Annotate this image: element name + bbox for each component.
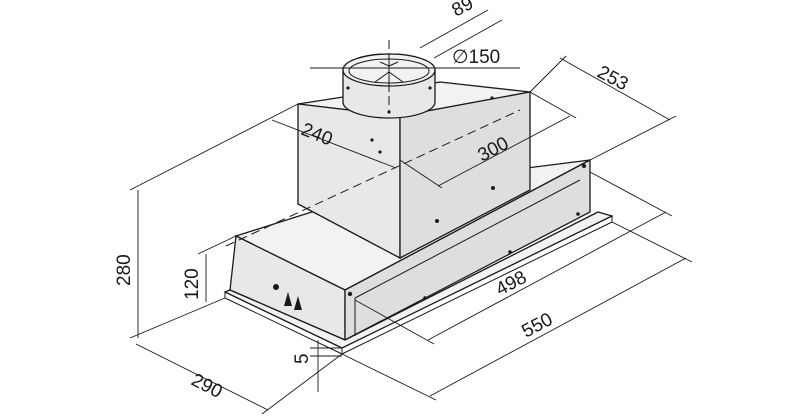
- control-indicator: [284, 292, 292, 306]
- ext-line: [399, 159, 443, 189]
- screw: [490, 96, 494, 100]
- front-inner-line: [354, 179, 581, 299]
- ext-line: [341, 353, 437, 401]
- ext-line: [354, 299, 435, 345]
- dim-label-depth-top: 253: [594, 62, 632, 95]
- ext-line: [529, 91, 577, 119]
- screw: [378, 150, 382, 154]
- chimney-front-face: [399, 91, 531, 260]
- ext-line: [197, 235, 237, 255]
- dim-label-panel-thickness: 5: [292, 353, 313, 364]
- ext-line: [589, 115, 677, 161]
- dim-label-depth-total: 290: [188, 370, 226, 403]
- dim-line-550: [429, 257, 687, 397]
- ext-line: [261, 353, 343, 415]
- dim-label-height-total: 280: [114, 254, 135, 286]
- dim-label-width-total: 550: [518, 309, 556, 342]
- dim-label-collar-diameter: ∅150: [452, 47, 500, 68]
- dim-line-240: [271, 119, 397, 169]
- dim-line-89: [419, 9, 489, 49]
- ext-line: [129, 103, 299, 191]
- screw: [428, 86, 432, 90]
- dim-line-290: [135, 343, 269, 411]
- panel-edge-bottom: [224, 297, 343, 355]
- dim-line-253: [559, 57, 671, 121]
- screw: [508, 250, 512, 254]
- screw: [582, 164, 586, 168]
- screw: [423, 296, 427, 300]
- screw: [491, 186, 495, 190]
- dim-label-height-body: 120: [182, 268, 203, 300]
- screw: [347, 291, 353, 297]
- ext-line: [433, 19, 503, 59]
- hidden-edge: [297, 203, 401, 259]
- dim-line-300: [437, 115, 571, 187]
- center-axis-long: [225, 109, 521, 247]
- dim-line-498: [427, 211, 667, 341]
- ext-line: [129, 297, 226, 339]
- screw: [346, 86, 350, 90]
- dimension-lines: [129, 9, 693, 415]
- ext-line: [589, 171, 673, 217]
- body-front-face: [344, 158, 591, 342]
- ext-line: [611, 221, 693, 263]
- panel-edge-front: [341, 221, 613, 355]
- screw: [576, 212, 580, 216]
- control-knob: [273, 284, 279, 290]
- screw: [435, 219, 439, 223]
- control-indicator: [294, 296, 302, 310]
- ext-line: [529, 55, 567, 93]
- screw: [370, 138, 374, 142]
